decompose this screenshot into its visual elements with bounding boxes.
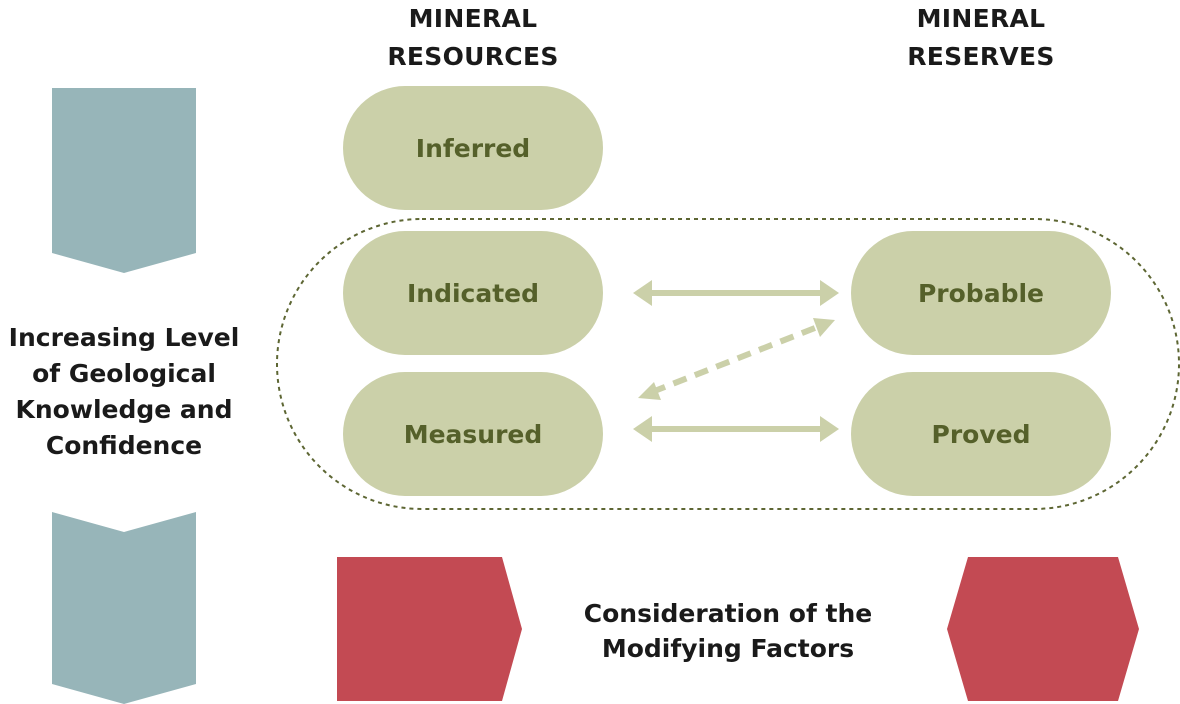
label-line: Knowledge and [15,395,233,424]
knowledge-arrow-bottom [52,512,196,704]
label-line: of Geological [32,359,216,388]
indicated-probable-arrow [633,280,839,306]
pill-inferred: Inferred [343,86,603,210]
measured-probable-dashed-arrow [638,318,835,400]
knowledge-arrow-top [52,88,196,273]
knowledge-confidence-label: Increasing Level of Geological Knowledge… [0,320,248,464]
label-line: Increasing Level [8,323,240,352]
pill-probable: Probable [851,231,1111,355]
modifying-arrow-right [947,557,1139,701]
label-line: Consideration of the [583,599,873,628]
header-line: RESERVES [907,42,1055,71]
dashed-group-outline [276,218,1180,510]
pill-proved: Proved [851,372,1111,496]
pill-measured: Measured [343,372,603,496]
pill-indicated: Indicated [343,231,603,355]
modifying-factors-label: Consideration of the Modifying Factors [540,596,916,666]
header-line: MINERAL [916,4,1046,33]
measured-proved-arrow [633,416,839,442]
header-line: RESOURCES [387,42,559,71]
label-line: Modifying Factors [601,634,855,663]
header-mineral-resources: MINERAL RESOURCES [343,0,603,76]
label-line: Confidence [45,431,203,460]
header-line: MINERAL [408,4,538,33]
modifying-arrow-left [337,557,522,701]
header-mineral-reserves: MINERAL RESERVES [851,0,1111,76]
